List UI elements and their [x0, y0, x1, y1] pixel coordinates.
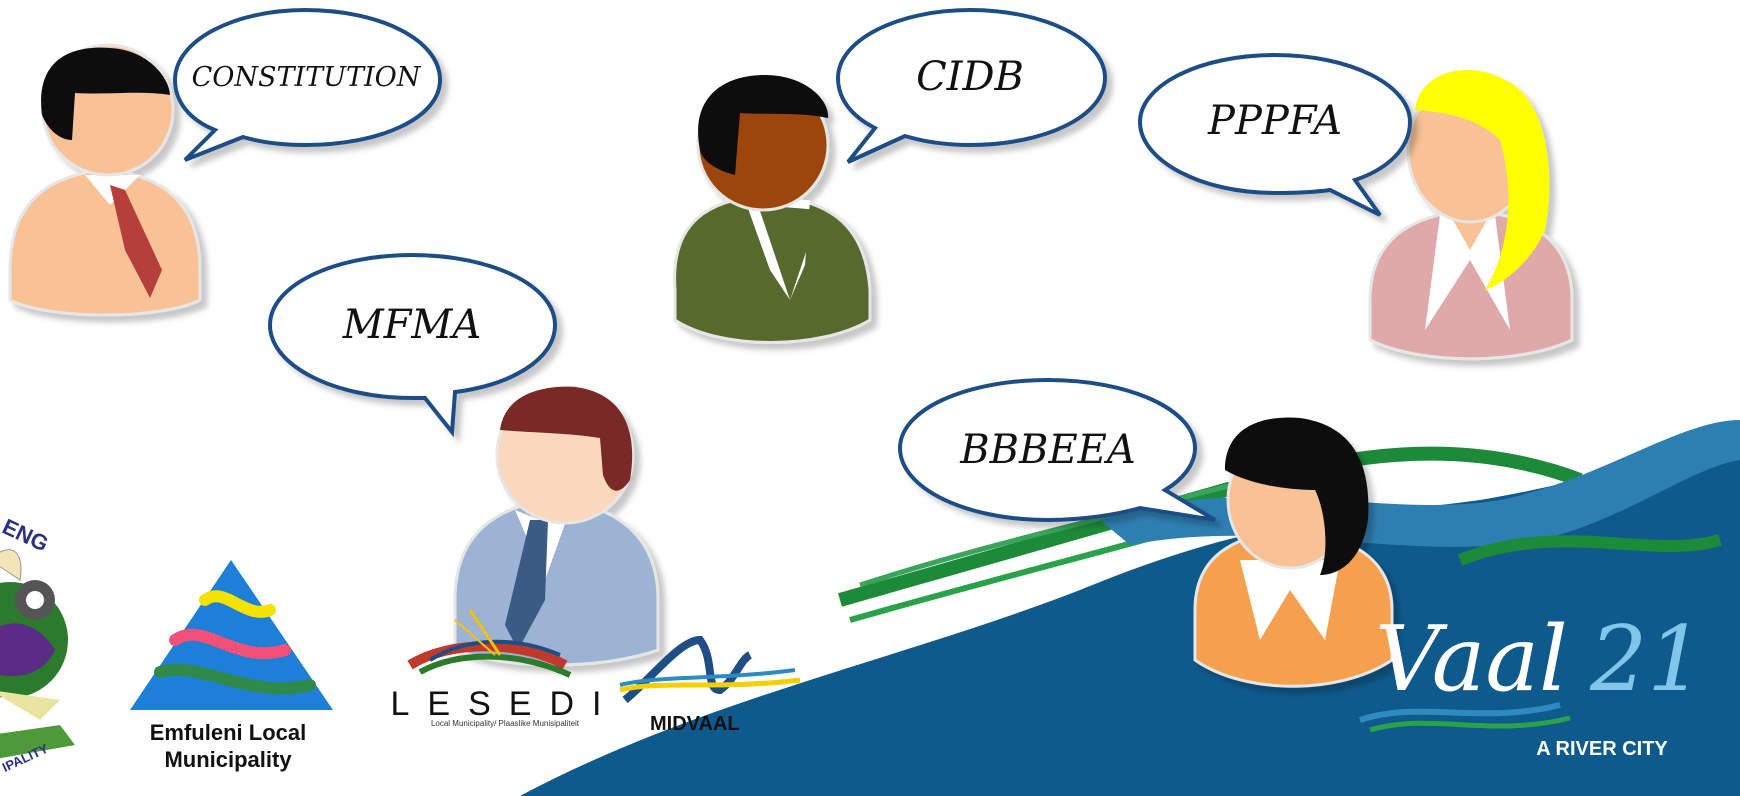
emfuleni-logo-line2: Municipality — [164, 747, 292, 772]
midvaal-logo: MIDVAAL — [619, 635, 801, 735]
speech-bubble-constitution — [172, 7, 443, 162]
bubble-label-pppfa: PPPFA — [1207, 98, 1342, 144]
bubble-label-bbbeea: BBBEEA — [959, 427, 1135, 473]
vaal21-logo: Vaal 21 A RIVER CITY — [1359, 607, 1705, 760]
lesedi-logo-tagline: Local Municipality/ Plaaslike Munisipali… — [431, 719, 580, 728]
person-bbbeea — [1193, 417, 1394, 688]
vaal21-tagline: A RIVER CITY — [1536, 738, 1668, 760]
speech-bubble-cidb — [835, 7, 1108, 164]
gauteng-logo: ENG IPALITY — [0, 514, 75, 775]
lesedi-logo: LESEDI Local Municipality/ Plaaslike Mun… — [391, 609, 620, 728]
vaal21-brand-number: 21 — [1589, 607, 1705, 712]
bubble-label-mfma: MFMA — [342, 302, 482, 348]
speech-bubble-pppfa — [1137, 52, 1413, 217]
person-mfma — [453, 385, 660, 667]
bubble-label-cidb: CIDB — [916, 54, 1024, 100]
midvaal-logo-name: MIDVAAL — [650, 713, 740, 735]
lesedi-logo-name: LESEDI — [391, 685, 620, 723]
emfuleni-logo-line1: Emfuleni Local — [150, 720, 306, 745]
person-cidb — [673, 75, 872, 344]
bubble-label-constitution: CONSTITUTION — [192, 62, 422, 93]
vaal21-brand-name: Vaal — [1375, 607, 1568, 712]
speech-bubble-mfma — [267, 252, 558, 438]
emfuleni-logo: Emfuleni Local Municipality — [130, 560, 333, 772]
speech-bubble-bbbeea — [897, 377, 1217, 523]
person-constitution — [8, 43, 202, 317]
person-pppfa — [1368, 70, 1574, 361]
